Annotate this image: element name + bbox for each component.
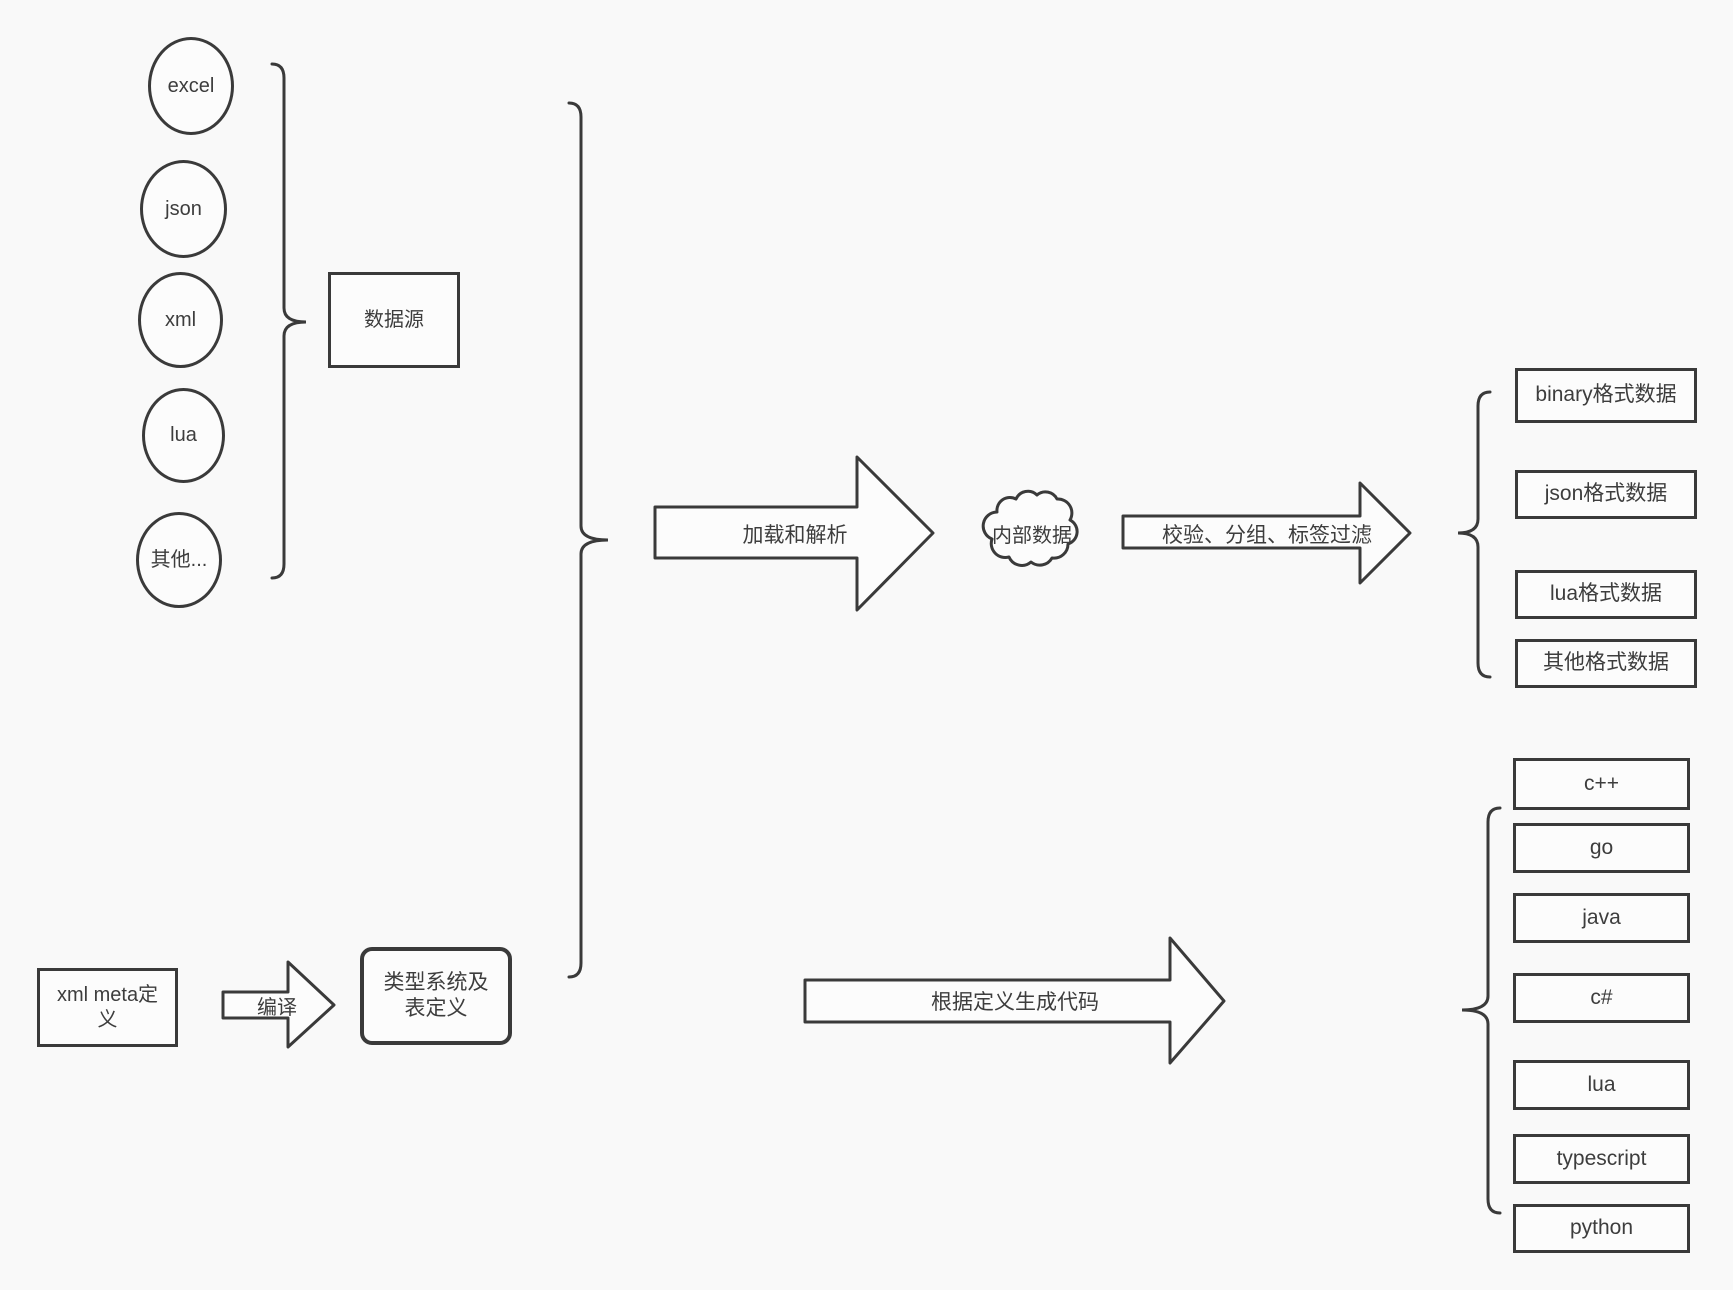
format-box-other: 其他格式数据 <box>1515 639 1697 688</box>
source-node-lua: lua <box>142 388 225 483</box>
xml-meta-box: xml meta定义 <box>37 968 178 1047</box>
format-box-other-label: 其他格式数据 <box>1543 651 1669 675</box>
format-box-json-label: json格式数据 <box>1544 482 1668 506</box>
lang-box-python-label: python <box>1569 1216 1634 1240</box>
source-node-json-label: json <box>165 197 202 220</box>
source-node-xml-label: xml <box>164 308 197 331</box>
format-box-json: json格式数据 <box>1515 470 1697 519</box>
lang-box-java: java <box>1513 893 1690 943</box>
compile-arrow-label: 编译 <box>257 996 297 1019</box>
format-box-lua: lua格式数据 <box>1515 570 1697 619</box>
source-node-xml: xml <box>138 272 223 368</box>
format-box-binary: binary格式数据 <box>1515 368 1697 423</box>
lang-box-lua: lua <box>1513 1060 1690 1110</box>
type-system-box: 类型系统及表定义 <box>360 947 512 1045</box>
internal-data-label: 内部数据 <box>992 524 1072 547</box>
data-source-box: 数据源 <box>328 272 460 368</box>
sources-brace-icon <box>270 62 307 580</box>
source-node-json: json <box>140 160 227 258</box>
generate-code-arrow-label: 根据定义生成代码 <box>931 991 1099 1014</box>
xml-meta-label: xml meta定义 <box>56 983 159 1031</box>
languages-brace-icon <box>1461 806 1502 1215</box>
formats-brace-icon <box>1457 390 1492 679</box>
inputs-brace-icon <box>567 101 609 979</box>
source-node-excel: excel <box>148 37 234 135</box>
type-system-label: 类型系统及表定义 <box>383 970 489 1020</box>
data-source-label: 数据源 <box>364 308 424 331</box>
load-parse-arrow-label: 加载和解析 <box>742 524 848 547</box>
lang-box-java-label: java <box>1582 905 1621 929</box>
source-node-other-label: 其他... <box>150 548 208 571</box>
internal-data-cloud-icon <box>981 489 1079 567</box>
format-box-binary-label: binary格式数据 <box>1535 383 1677 407</box>
compile-arrow-icon <box>221 960 336 1049</box>
lang-box-typescript-label: typescript <box>1556 1146 1647 1170</box>
lang-box-go: go <box>1513 823 1690 873</box>
lang-box-csharp: c# <box>1513 973 1690 1023</box>
lang-box-cpp-label: c++ <box>1583 771 1620 795</box>
load-parse-arrow-icon <box>653 455 935 612</box>
filter-arrow-label: 校验、分组、标签过滤 <box>1162 523 1372 547</box>
generate-code-arrow-icon <box>803 936 1226 1065</box>
lang-box-typescript: typescript <box>1513 1134 1690 1184</box>
format-box-lua-label: lua格式数据 <box>1549 582 1663 606</box>
source-node-other: 其他... <box>136 512 222 608</box>
lang-box-cpp: c++ <box>1513 758 1690 810</box>
filter-arrow-icon <box>1121 481 1412 585</box>
source-node-lua-label: lua <box>170 424 197 446</box>
lang-box-go-label: go <box>1589 835 1614 859</box>
lang-box-python: python <box>1513 1204 1690 1253</box>
source-node-excel-label: excel <box>167 74 215 97</box>
lang-box-lua-label: lua <box>1587 1072 1616 1096</box>
lang-box-csharp-label: c# <box>1590 985 1613 1009</box>
